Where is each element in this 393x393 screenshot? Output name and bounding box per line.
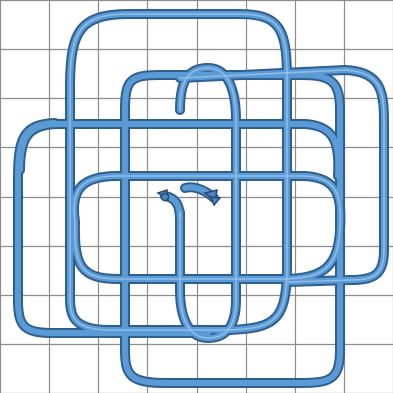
- puzzle-board[interactable]: [0, 0, 393, 393]
